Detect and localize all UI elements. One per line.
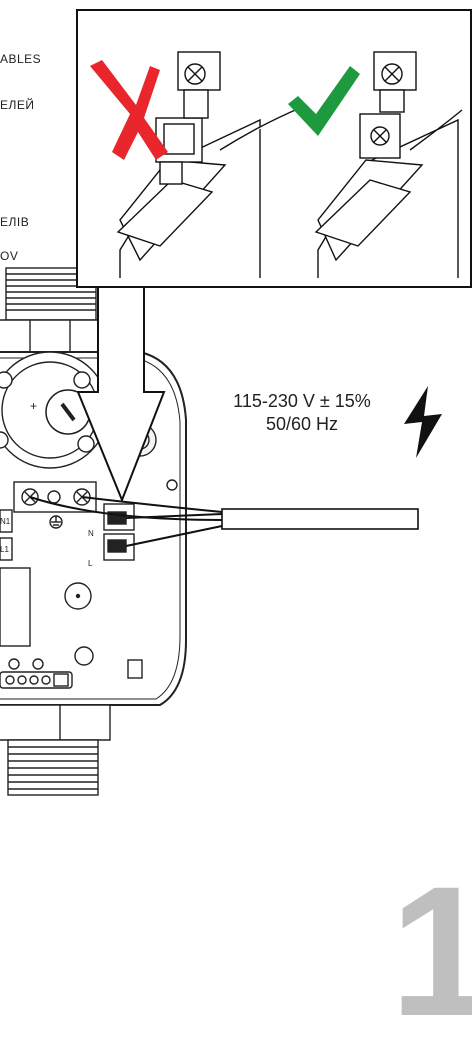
side-label-2: ЕЛЕЙ bbox=[0, 98, 35, 112]
frequency-text: 50/60 Hz bbox=[265, 414, 339, 434]
wrong-x-icon bbox=[90, 60, 168, 160]
terminal-label-l1: L1 bbox=[0, 545, 9, 554]
inset-panel bbox=[76, 9, 472, 288]
correct-check-icon bbox=[288, 66, 360, 136]
bottom-thread bbox=[7, 739, 99, 796]
terminal-label-l: L bbox=[88, 559, 93, 568]
side-label-1: ABLES bbox=[0, 52, 42, 66]
voltage-text: 115-230 V ± 15% bbox=[233, 391, 371, 411]
lightning-icon bbox=[404, 386, 442, 458]
side-label-3: ЕЛІВ bbox=[0, 215, 30, 229]
page-number: 1 bbox=[390, 849, 472, 1055]
device-diagram: + − bbox=[0, 9, 472, 796]
callout-arrow bbox=[76, 286, 166, 503]
adjust-dial: + − bbox=[0, 351, 109, 469]
correct-connector-illustration bbox=[314, 51, 463, 278]
voltage-spec: 115-230 V ± 15% 50/60 Hz bbox=[212, 390, 392, 436]
wrong-connector-illustration bbox=[116, 51, 301, 278]
terminal-label-n: N bbox=[88, 529, 94, 538]
svg-text:+: + bbox=[30, 399, 37, 413]
ground-icon bbox=[49, 515, 63, 529]
terminal-label-n1: N1 bbox=[0, 517, 11, 526]
power-cable bbox=[29, 496, 419, 547]
side-label-4: OV bbox=[0, 249, 19, 263]
